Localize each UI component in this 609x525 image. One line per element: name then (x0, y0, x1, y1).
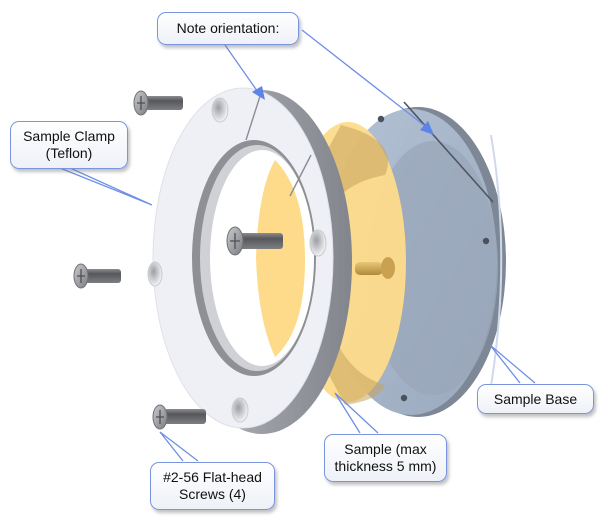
clamp-slit (245, 89, 263, 141)
base-hole (400, 394, 408, 402)
leader-base (489, 344, 536, 384)
callout-sample: Sample (max thickness 5 mm) (324, 434, 447, 482)
callout-line: Note orientation: (176, 20, 280, 36)
sample-pin-head (381, 257, 395, 279)
screw (73, 263, 121, 289)
callout-sample-clamp: Sample Clamp (Teflon) (10, 121, 128, 169)
callout-sample-base: Sample Base (477, 384, 594, 414)
screw-shaft (145, 96, 183, 110)
base-edge-highlight (489, 134, 503, 393)
callout-screws: #2-56 Flat-head Screws (4) (150, 462, 275, 510)
callout-line: Sample Base (493, 390, 578, 407)
leader-clamp (59, 167, 153, 206)
base-orientation-mark (403, 101, 494, 203)
clamp-hole (231, 397, 249, 423)
arrowhead-icon (252, 86, 265, 100)
phillips-cross-icon (230, 233, 240, 249)
callout-line: (Teflon) (45, 145, 93, 161)
sample-through-opening (256, 160, 305, 357)
leader-sample (334, 392, 379, 434)
sample-pin (355, 262, 383, 275)
clamp-hole (147, 261, 163, 287)
screw (152, 404, 206, 430)
screw (133, 90, 183, 116)
callout-line: Sample Clamp (23, 128, 115, 144)
phillips-cross-icon (156, 410, 164, 424)
phillips-cross-icon (77, 269, 85, 283)
leader-orientation-clamp (224, 44, 261, 96)
base-hole (482, 237, 490, 245)
leader-orientation-base (301, 29, 431, 131)
leader-screws (159, 431, 199, 462)
sample-clamp (147, 87, 352, 434)
callout-line: Sample (max (344, 441, 427, 457)
callout-line: Screws (4) (179, 486, 246, 502)
callout-line: #2-56 Flat-head (163, 469, 262, 485)
screw (226, 226, 283, 256)
clamp-hole (211, 97, 229, 123)
callout-note-orientation: Note orientation: (157, 12, 299, 45)
base-hole (377, 115, 385, 123)
clamp-slit (289, 154, 312, 197)
screw-shaft (85, 269, 121, 283)
phillips-cross-icon (137, 96, 145, 110)
callout-line: thickness 5 mm) (334, 458, 437, 474)
clamp-hole (309, 229, 327, 257)
screw-shaft (239, 233, 283, 249)
screw-shaft (164, 409, 206, 424)
arrowhead-icon (420, 121, 434, 135)
